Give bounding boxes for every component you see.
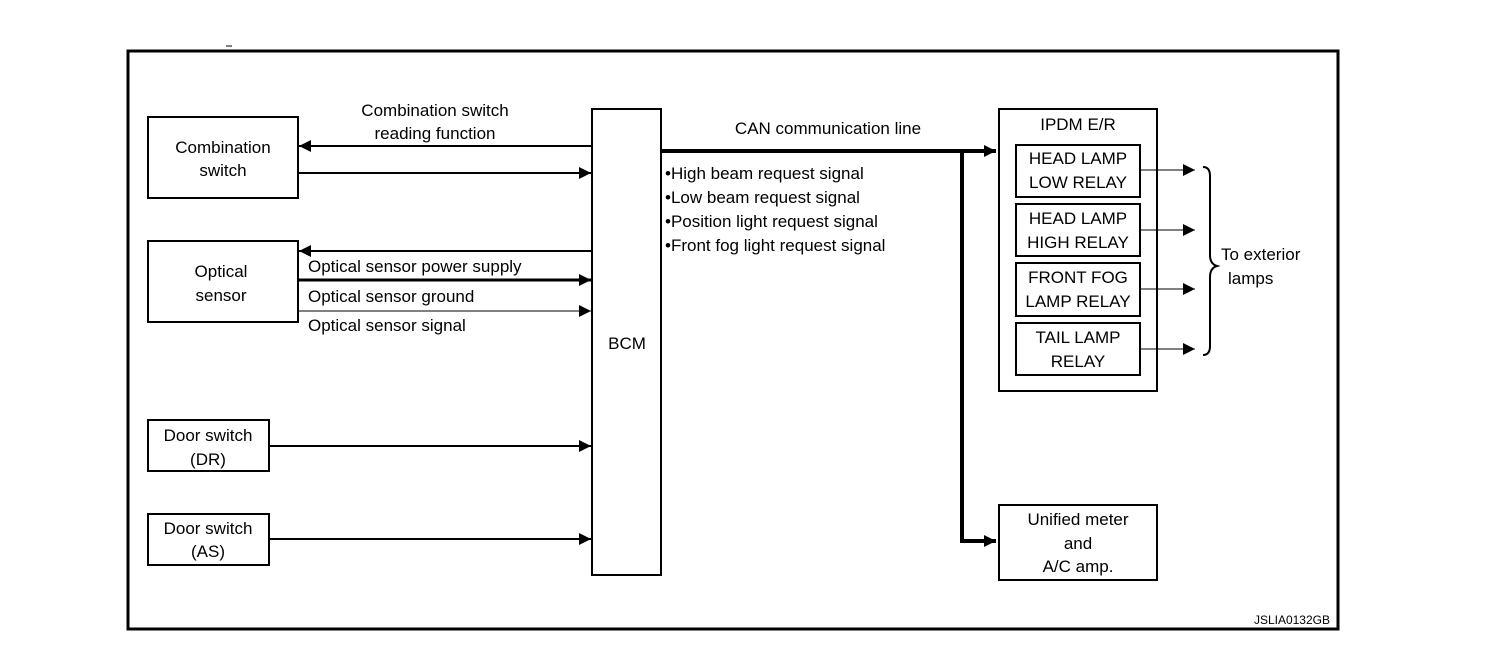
- head-lamp-low-relay: HEAD LAMP LOW RELAY: [1015, 144, 1141, 198]
- unified-meter-label-3: A/C amp.: [1043, 557, 1114, 576]
- unified-meter-label-1: Unified meter: [1027, 510, 1128, 529]
- tail-lamp-relay: TAIL LAMP RELAY: [1015, 322, 1141, 376]
- optical-ground-label: Optical sensor ground: [308, 287, 474, 306]
- ipdm-box: IPDM E/R: [998, 108, 1158, 392]
- bcm-box: BCM: [591, 108, 662, 576]
- front-fog-relay-label-1: FRONT FOG: [1028, 268, 1128, 287]
- optical-sensor-box: Optical sensor: [147, 240, 299, 323]
- diagram-frame: [126, 49, 1340, 631]
- unified-meter-box: Unified meter and A/C amp.: [998, 504, 1158, 581]
- can-signal-list: •High beam request signal •Low beam requ…: [665, 164, 885, 255]
- can-signal-item: •High beam request signal: [665, 164, 864, 183]
- front-fog-lamp-relay: FRONT FOG LAMP RELAY: [1015, 262, 1141, 317]
- door-switch-dr-label-2: (DR): [190, 450, 226, 469]
- head-lamp-high-relay-label-1: HEAD LAMP: [1029, 209, 1127, 228]
- optical-sensor-label-2: sensor: [195, 286, 246, 305]
- bcm-label: BCM: [608, 334, 646, 353]
- combination-switch-label-2: switch: [199, 161, 246, 180]
- exterior-lamps-brace: [1202, 166, 1221, 356]
- head-lamp-high-relay: HEAD LAMP HIGH RELAY: [1015, 203, 1141, 257]
- combination-switch-box: Combination switch: [147, 116, 299, 199]
- door-switch-as-box: Door switch (AS): [147, 513, 270, 566]
- to-exterior-label-2: lamps: [1228, 269, 1273, 288]
- tail-lamp-relay-label-2: RELAY: [1051, 352, 1106, 371]
- head-lamp-high-relay-label-2: HIGH RELAY: [1027, 233, 1129, 252]
- can-signal-item: •Front fog light request signal: [665, 236, 885, 255]
- door-switch-dr-box: Door switch (DR): [147, 419, 270, 472]
- combination-reading-label-2: reading function: [375, 124, 496, 143]
- optical-power-label: Optical sensor power supply: [308, 257, 522, 276]
- door-switch-as-label-2: (AS): [191, 542, 225, 561]
- door-switch-as-label-1: Door switch: [164, 519, 253, 538]
- optical-signal-label: Optical sensor signal: [308, 316, 466, 335]
- unified-meter-label-2: and: [1064, 534, 1092, 553]
- front-fog-relay-label-2: LAMP RELAY: [1025, 292, 1130, 311]
- to-exterior-label-1: To exterior: [1221, 245, 1301, 264]
- head-lamp-low-relay-label-2: LOW RELAY: [1029, 173, 1127, 192]
- door-switch-dr-label-1: Door switch: [164, 426, 253, 445]
- can-signal-item: •Position light request signal: [665, 212, 878, 231]
- can-signal-item: •Low beam request signal: [665, 188, 860, 207]
- optical-sensor-label-1: Optical: [195, 262, 248, 281]
- head-lamp-low-relay-label-1: HEAD LAMP: [1029, 149, 1127, 168]
- figure-code: JSLIA0132GB: [1254, 613, 1330, 627]
- combination-reading-label-1: Combination switch: [361, 101, 508, 120]
- can-line-label: CAN communication line: [735, 119, 921, 138]
- ipdm-label: IPDM E/R: [1040, 115, 1116, 134]
- combination-switch-label-1: Combination: [175, 138, 270, 157]
- tail-lamp-relay-label-1: TAIL LAMP: [1035, 328, 1120, 347]
